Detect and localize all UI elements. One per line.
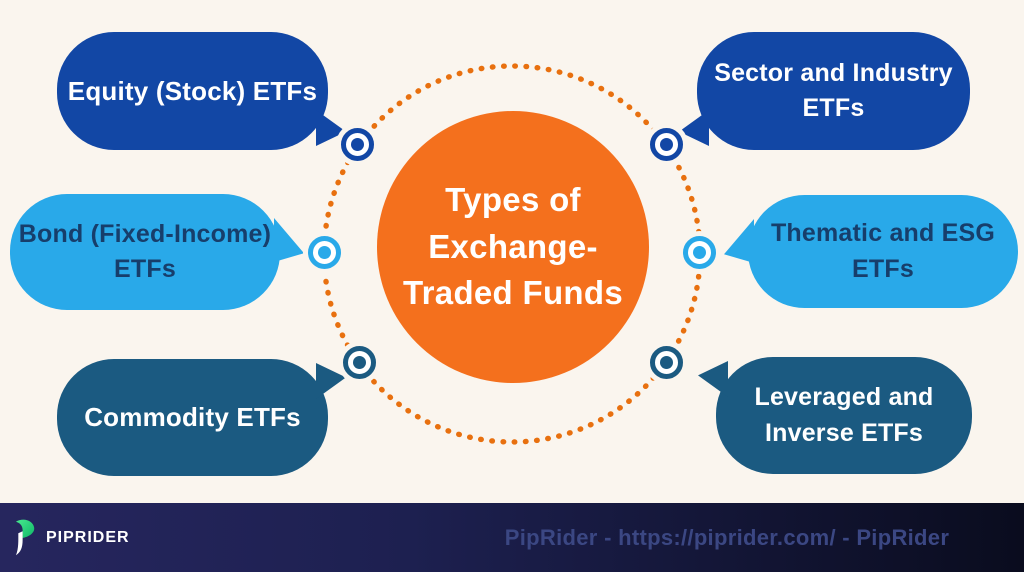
node-center-dot (318, 246, 331, 259)
bubble-label-line: Equity (Stock) ETFs (67, 75, 318, 106)
footer-logo: PIPRIDER (14, 503, 130, 572)
bubble-label-line: ETFs (802, 94, 865, 122)
connector-node-bond-icon (308, 236, 341, 269)
connector-node-equity-icon (341, 128, 374, 161)
bubble-leveraged-inverse-etfs: Leveraged and Inverse ETFs (698, 357, 972, 474)
connector-node-sector-icon (650, 128, 683, 161)
footer-credit-text: PipRider - https://piprider.com/ - PipRi… (504, 524, 950, 550)
bubble-equity-stock-etfs: Equity (Stock) ETFs (57, 32, 346, 150)
node-center-dot (351, 138, 364, 151)
center-title-line: Exchange- (428, 227, 598, 265)
footer-bar: PIPRIDER PipRider - https://piprider.com… (0, 503, 1024, 572)
center-circle-title: Types of Exchange- Traded Funds (377, 111, 649, 383)
bubble-label-line: Bond (Fixed-Income) (18, 219, 272, 248)
node-center-dot (660, 138, 673, 151)
connector-node-commodity-icon (343, 346, 376, 379)
node-center-dot (693, 246, 706, 259)
center-title-line: Traded Funds (403, 274, 623, 312)
bubble-label-line: Commodity ETFs (84, 402, 301, 433)
bubble-label-line: Sector and Industry (714, 58, 953, 87)
bubble-label-line: ETFs (852, 254, 914, 283)
bubble-label-line: Leveraged and (754, 383, 934, 411)
piprider-logo-icon (15, 519, 35, 555)
connector-node-leveraged-icon (650, 346, 683, 379)
bubble-label-line: Inverse ETFs (764, 418, 924, 447)
bubble-tail (724, 219, 754, 263)
connector-node-thematic-icon (683, 236, 716, 269)
bubble-bond-fixed-income-etfs: Bond (Fixed-Income) ETFs (10, 194, 304, 310)
bubble-thematic-esg-etfs: Thematic and ESG ETFs (724, 195, 1018, 308)
bubble-sector-industry-etfs: Sector and Industry ETFs (679, 32, 970, 150)
bubble-label-line: Thematic and ESG (770, 219, 996, 247)
node-center-dot (660, 356, 673, 369)
bubble-tail (274, 218, 304, 262)
node-center-dot (353, 356, 366, 369)
center-title-line: Types of (445, 180, 581, 218)
bubble-commodity-etfs: Commodity ETFs (57, 359, 346, 476)
bubble-label-line: ETFs (114, 255, 176, 283)
footer-logo-text: PIPRIDER (46, 528, 130, 546)
